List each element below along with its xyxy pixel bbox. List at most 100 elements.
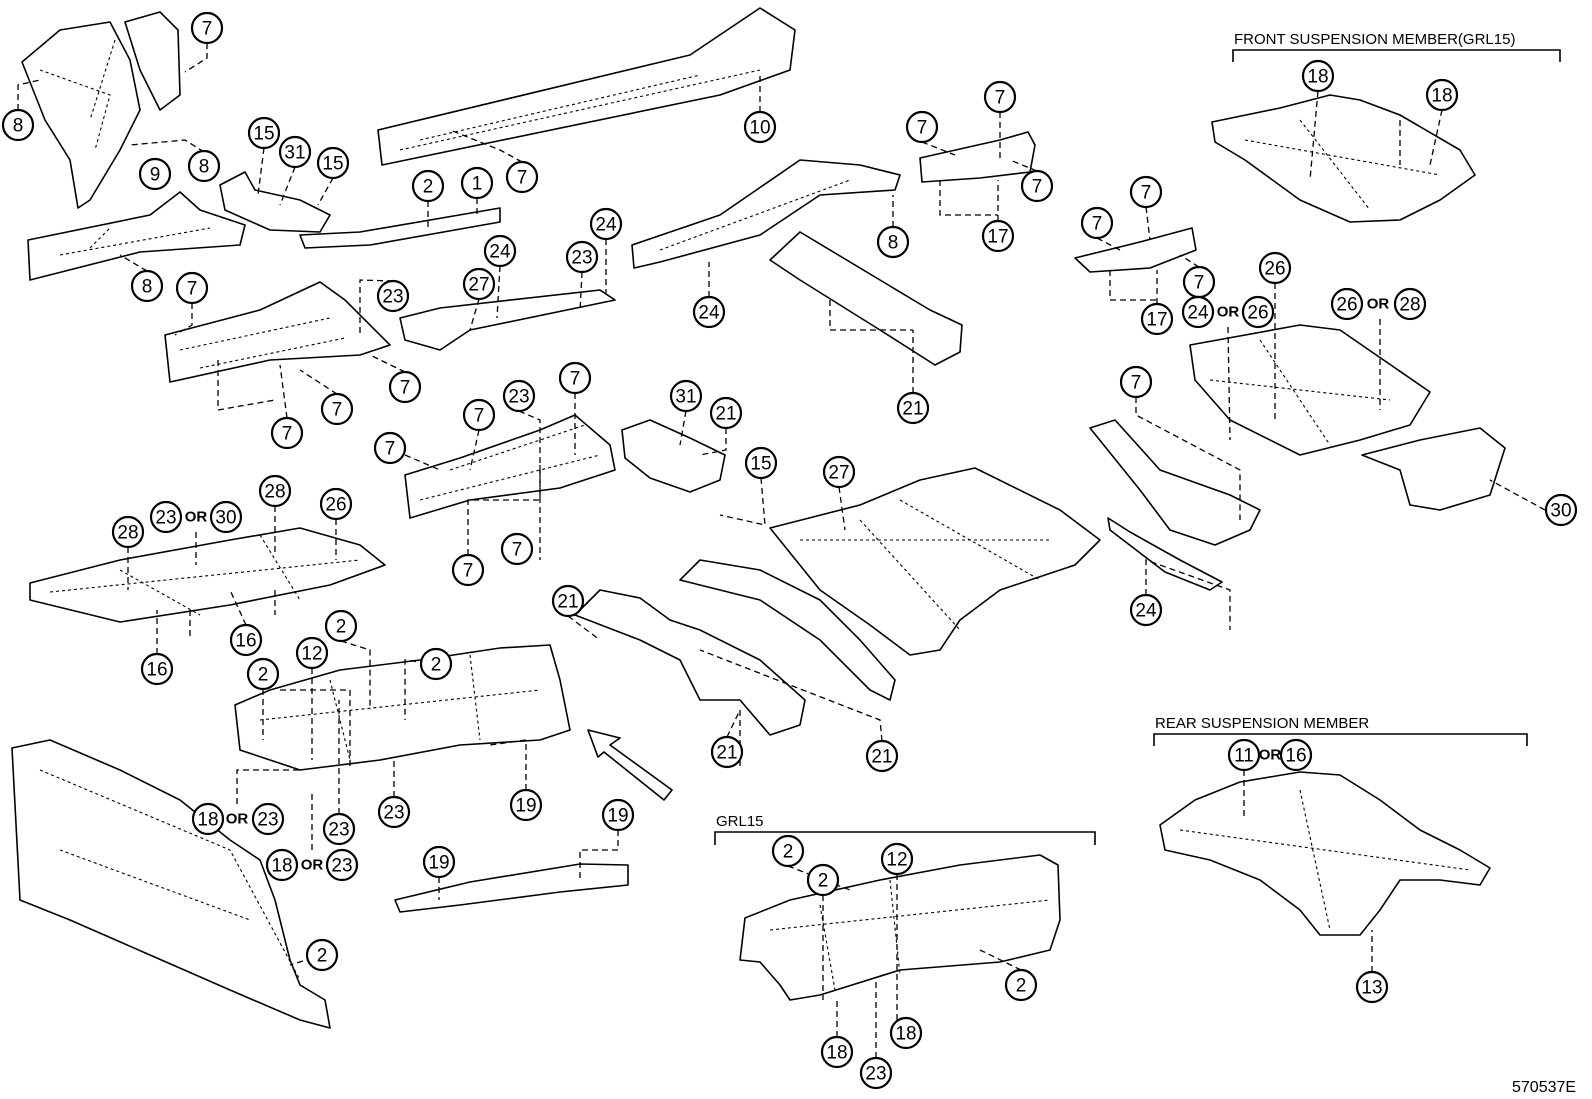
- callout-part-11: 11: [1227, 738, 1261, 772]
- callout-part-19: 19: [422, 845, 456, 879]
- callout-part-7: 7: [462, 398, 496, 432]
- callout-part-15: 15: [316, 146, 350, 180]
- callout-circle: [460, 166, 494, 200]
- callout-circle: [229, 623, 263, 657]
- callout-circle: [270, 416, 304, 450]
- callout-number: 19: [607, 806, 628, 827]
- callout-part-18: 18: [1425, 78, 1459, 112]
- callout-circle: [190, 11, 224, 45]
- callout-circle: [246, 657, 280, 691]
- callout-part-2: 2: [305, 938, 339, 972]
- callout-part-16: 16: [229, 623, 263, 657]
- callout-number: 26: [1247, 303, 1268, 324]
- callout-number: 2: [431, 655, 442, 676]
- callout-number: 23: [331, 856, 352, 877]
- callout-circle: [500, 532, 534, 566]
- callout-part-2: 2: [324, 609, 358, 643]
- callout-number: 11: [1234, 746, 1254, 767]
- callout-number: 21: [871, 747, 892, 768]
- callout-number: 7: [187, 279, 198, 300]
- or-label: OR: [185, 509, 208, 526]
- callout-number: 23: [508, 387, 529, 408]
- callout-number: 10: [749, 118, 770, 139]
- callout-part-28: 28: [258, 474, 292, 508]
- callout-circle: [558, 361, 592, 395]
- callout-circle: [565, 240, 599, 274]
- callout-part-7: 7: [505, 160, 539, 194]
- callout-circle: [509, 788, 543, 822]
- callout-number: 7: [463, 561, 474, 582]
- cross-member-part-17b: [1074, 227, 1197, 273]
- callout-part-21: 21: [896, 391, 930, 425]
- callout-part-10: 10: [743, 110, 777, 144]
- callout-circle: [1, 108, 35, 142]
- floor-bracket-part-31: [621, 419, 726, 493]
- callout-part-8: 8: [130, 269, 164, 303]
- callout-number: 16: [146, 660, 167, 681]
- callout-part-21: 21: [551, 584, 585, 618]
- callout-circle: [265, 848, 299, 882]
- callout-circle: [411, 169, 445, 203]
- callout-number: 27: [468, 275, 489, 296]
- callout-number: 12: [886, 850, 907, 871]
- callout-circle: [905, 110, 939, 144]
- callout-part-7: 7: [983, 80, 1017, 114]
- callout-part-21: 21: [709, 396, 743, 430]
- callout-part-23: 23: [502, 379, 536, 413]
- callout-part-9: 9: [138, 157, 172, 191]
- callout-circle: [1129, 175, 1163, 209]
- rear-suspension-member-part: [1159, 771, 1491, 936]
- callout-circle: [865, 739, 899, 773]
- callout-part-24: 24: [692, 295, 726, 329]
- callout-part-23: 23: [322, 812, 356, 846]
- callout-part-7: 7: [388, 370, 422, 404]
- callout-part-26: 26: [1258, 251, 1292, 285]
- callout-number: 18: [1431, 86, 1452, 107]
- grl15-label: GRL15: [716, 813, 764, 830]
- callout-number: 28: [117, 523, 138, 544]
- callout-number: 23: [383, 803, 404, 824]
- callout-number: 24: [1135, 601, 1157, 622]
- callout-part-7: 7: [1119, 365, 1153, 399]
- callout-part-7: 7: [451, 553, 485, 587]
- callout-part-7: 7: [905, 110, 939, 144]
- callout-number: 7: [332, 400, 343, 421]
- callout-circle: [1241, 295, 1275, 329]
- callout-circle: [251, 802, 285, 836]
- callout-number: 2: [423, 177, 434, 198]
- callout-part-18: 18: [820, 1035, 854, 1069]
- callout-number: 2: [258, 665, 269, 686]
- callout-number: 30: [1550, 501, 1571, 522]
- callout-part-24: 24: [1129, 593, 1163, 627]
- callout-circle: [744, 446, 778, 480]
- callout-part-2: 2: [771, 834, 805, 868]
- callout-part-7: 7: [1182, 265, 1216, 299]
- floor-cross-member-part-19: [394, 863, 629, 913]
- front-apron-part: [21, 21, 141, 209]
- callout-part-28: 28: [111, 515, 145, 549]
- callout-number: 23: [257, 810, 278, 831]
- callout-number: 8: [13, 116, 24, 137]
- callout-part-7: 7: [175, 271, 209, 305]
- callout-part-7: 7: [1129, 175, 1163, 209]
- callout-circle: [258, 474, 292, 508]
- callout-circle: [1181, 295, 1215, 329]
- callout-number: 2: [783, 842, 794, 863]
- callout-number: 21: [715, 404, 736, 425]
- callout-part-12: 12: [880, 842, 914, 876]
- or-label: OR: [1217, 304, 1240, 321]
- callout-circle: [820, 1035, 854, 1069]
- rocker-strip-part: [299, 207, 501, 249]
- callout-circle: [601, 798, 635, 832]
- front-suspension-bracket: [1232, 49, 1561, 62]
- callout-circle: [1119, 365, 1153, 399]
- dash-panel-part: [11, 739, 331, 1029]
- callout-part-19: 19: [509, 788, 543, 822]
- callout-circle: [388, 370, 422, 404]
- callout-part-26: 26: [1330, 287, 1364, 321]
- callout-circle: [319, 487, 353, 521]
- callout-part-7: 7: [190, 11, 224, 45]
